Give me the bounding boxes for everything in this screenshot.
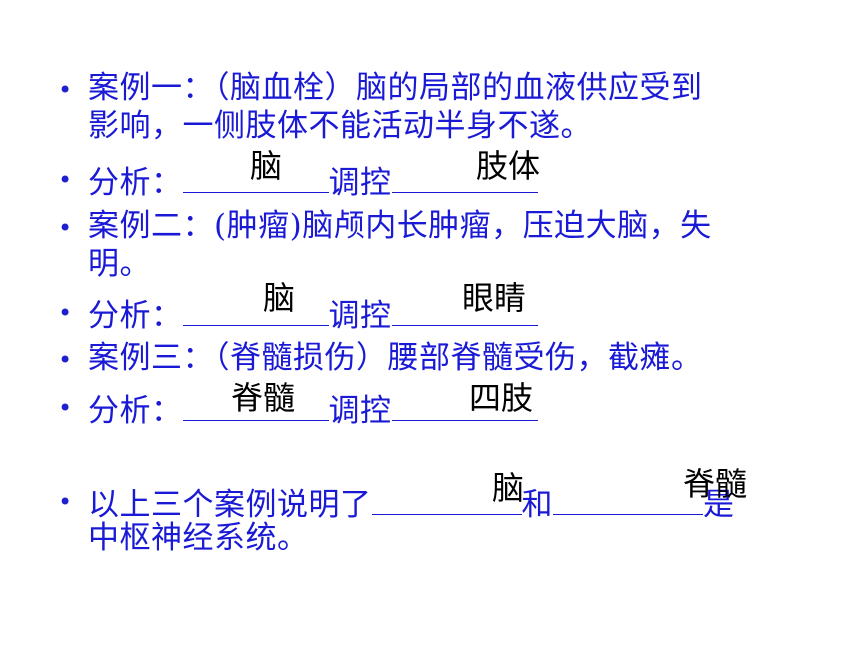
bullet-dot: • xyxy=(58,346,73,374)
is-text: 是 xyxy=(703,487,735,523)
case-two-line-1: 案例二：(肿瘤)脑颅内长肿瘤，压迫大脑，失 xyxy=(88,208,712,244)
analysis-label: 分析： xyxy=(88,298,183,334)
answer-blank xyxy=(371,482,522,515)
bullet-dot: • xyxy=(58,488,73,516)
case-one-line-1: 案例一：（脑血栓）脑的局部的血液供应受到 xyxy=(88,70,703,106)
analysis-two-line: 分析： 调控 xyxy=(88,293,828,334)
answer-blank xyxy=(391,160,538,193)
answer-eyes: 眼睛 xyxy=(462,279,527,317)
answer-blank xyxy=(182,388,329,421)
analysis-label: 分析： xyxy=(88,393,183,429)
answer-spinal-cord-1: 脊髓 xyxy=(231,379,296,417)
regulates-text: 调控 xyxy=(328,165,392,201)
bullet-dot: • xyxy=(58,394,73,422)
regulates-text: 调控 xyxy=(328,298,392,334)
case-two-line-2: 明。 xyxy=(88,246,151,282)
analysis-one-line: 分析： 调控 xyxy=(88,160,828,201)
answer-blank xyxy=(391,388,538,421)
answer-spinal-cord-2: 脊髓 xyxy=(683,465,748,503)
answer-blank xyxy=(182,160,329,193)
answer-four-limbs: 四肢 xyxy=(469,379,534,417)
case-three-line: 案例三：（脊髓损伤）腰部脊髓受伤，截瘫。 xyxy=(88,340,703,376)
conclusion-line-1: 以上三个案例说明了 和 是 xyxy=(88,482,828,523)
answer-blank xyxy=(182,293,329,326)
answer-blank xyxy=(391,293,538,326)
analysis-label: 分析： xyxy=(88,165,183,201)
regulates-text: 调控 xyxy=(328,393,392,429)
conclusion-prefix: 以上三个案例说明了 xyxy=(88,487,372,523)
and-text: 和 xyxy=(521,487,553,523)
answer-limbs: 肢体 xyxy=(476,147,541,185)
answer-blank xyxy=(553,482,703,515)
analysis-three-line: 分析： 调控 xyxy=(88,388,828,429)
conclusion-line-2: 中枢神经系统。 xyxy=(88,520,309,556)
answer-brain-2: 脑 xyxy=(263,279,296,317)
bullet-dot: • xyxy=(58,214,73,242)
case-one-line-2: 影响，一侧肢体不能活动半身不遂。 xyxy=(88,108,592,144)
bullet-dot: • xyxy=(58,299,73,327)
answer-brain-1: 脑 xyxy=(250,147,283,185)
bullet-dot: • xyxy=(58,76,73,104)
answer-brain-3: 脑 xyxy=(492,469,525,507)
bullet-dot: • xyxy=(58,166,73,194)
